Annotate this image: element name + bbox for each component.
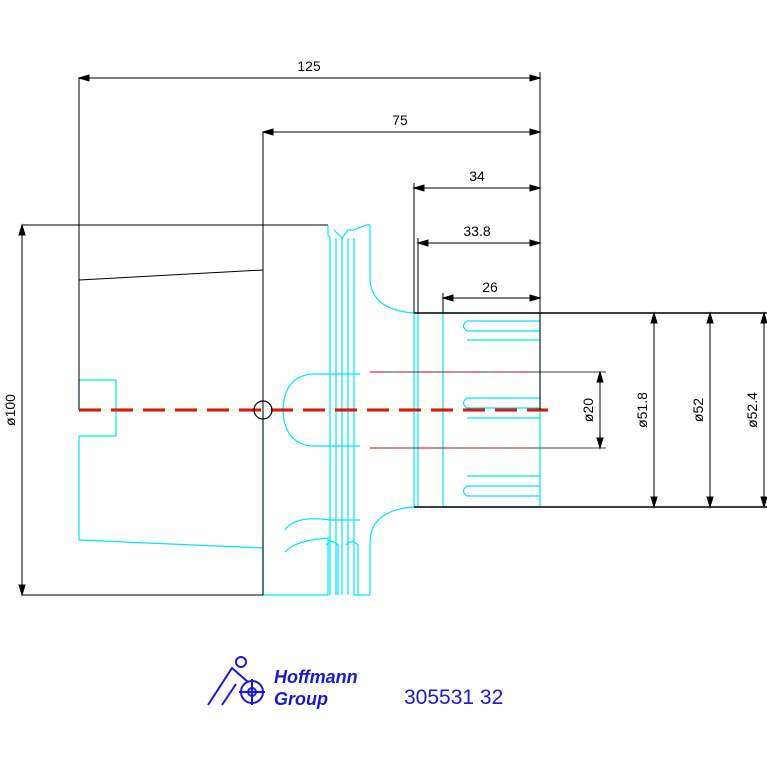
shank-slot-1 bbox=[462, 320, 540, 332]
drive-slot-lower bbox=[282, 409, 360, 447]
vertical-dimensions bbox=[18, 223, 767, 597]
dim-75: 75 bbox=[392, 112, 408, 128]
dim-125: 125 bbox=[297, 58, 321, 74]
dim-34: 34 bbox=[469, 168, 485, 184]
shank-slot-2 bbox=[462, 397, 540, 409]
taper-lower-profile bbox=[78, 379, 264, 595]
dim-26: 26 bbox=[482, 279, 498, 295]
dim-dia-52-4: ø52.4 bbox=[744, 392, 760, 428]
bore-hidden-lines bbox=[370, 371, 540, 449]
drive-slot-upper bbox=[282, 373, 360, 411]
logo-mark-icon bbox=[207, 656, 265, 706]
dim-dia-52: ø52 bbox=[690, 398, 706, 422]
horizontal-dimensions bbox=[77, 72, 542, 410]
section-outline bbox=[22, 78, 767, 596]
logo-line2: Group bbox=[274, 689, 328, 709]
hoffmann-logo: Hoffmann Group bbox=[207, 656, 358, 709]
flange-upper bbox=[327, 225, 331, 410]
logo-line1: Hoffmann bbox=[274, 667, 358, 687]
shank-slot-3 bbox=[462, 485, 540, 497]
dim-33-8: 33.8 bbox=[463, 223, 490, 239]
groove-upper bbox=[333, 224, 415, 314]
dim-dia-100: ø100 bbox=[2, 394, 18, 426]
dim-dia-20: ø20 bbox=[580, 398, 596, 422]
part-number: 305531 32 bbox=[404, 686, 503, 709]
dim-dia-51-8: ø51.8 bbox=[634, 392, 650, 428]
flange-lower bbox=[262, 410, 330, 596]
gauge-point-circle bbox=[253, 400, 273, 420]
